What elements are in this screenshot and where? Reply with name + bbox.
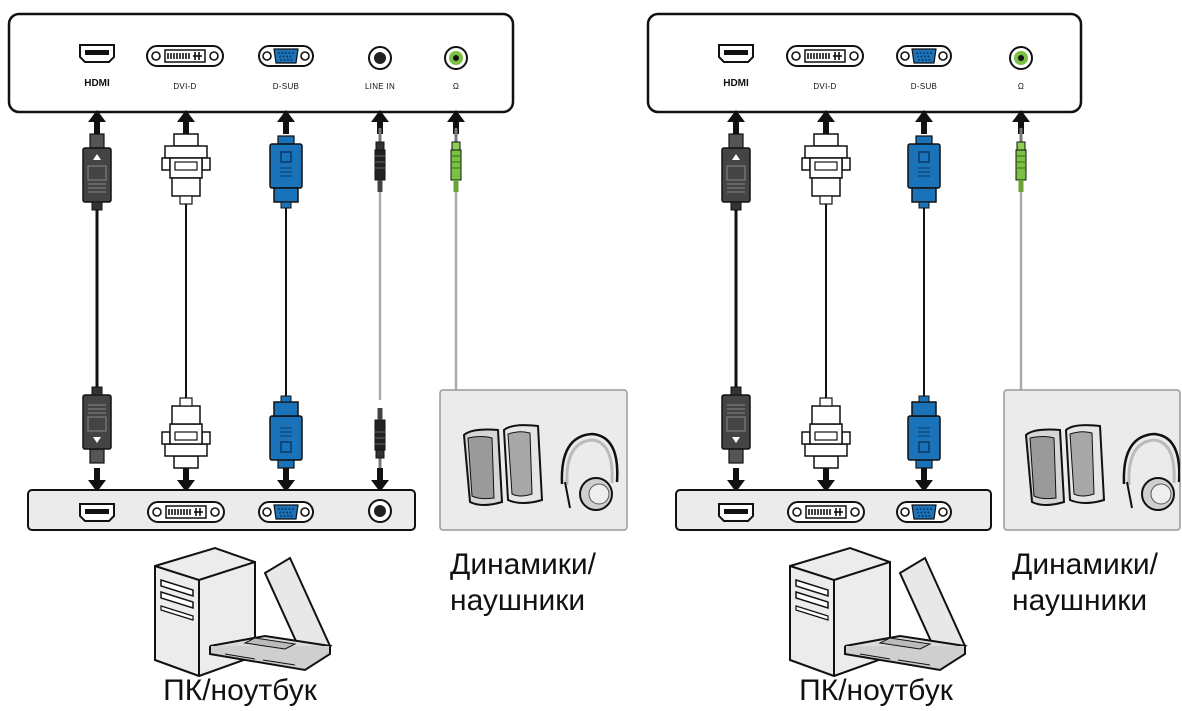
audio-jack-icon (368, 499, 392, 523)
dvi-port-icon (147, 501, 225, 523)
arrow-up-icon (817, 110, 835, 134)
port-label-dsub: D-SUB (911, 82, 937, 91)
headphone-jack-icon (444, 46, 468, 70)
arrow-up-icon (88, 110, 106, 134)
dvi-plug-icon (801, 133, 851, 205)
port-label-headphone: Ω (1018, 82, 1024, 91)
diagram-left: HDMI DVI-D D-SUB LINE IN Ω (7, 12, 628, 707)
vga-port-icon (258, 45, 314, 67)
hdmi-port-icon (718, 44, 754, 63)
vga-plug-icon (907, 135, 941, 209)
pc-tower-icon (154, 547, 331, 677)
port-label-hdmi: HDMI (723, 78, 749, 89)
headphone-plug-icon (1015, 127, 1027, 193)
dvi-port-icon (146, 45, 224, 67)
hdmi-plug-icon (82, 133, 112, 211)
speakers-label-line2: наушники (1012, 584, 1147, 617)
audio-plug-icon (374, 407, 386, 473)
hdmi-plug-icon (721, 133, 751, 211)
vga-plug-icon (269, 395, 303, 469)
hdmi-port-icon (79, 503, 115, 522)
audio-jack-icon (368, 46, 392, 70)
port-label-dvi: DVI-D (813, 82, 836, 91)
arrow-down-icon (817, 468, 835, 492)
pc-label: ПК/ноутбук (163, 674, 318, 707)
arrow-up-icon (727, 110, 745, 134)
hdmi-plug-icon (721, 386, 751, 464)
arrow-up-icon (277, 110, 295, 134)
speakers-label-line1: Динамики/ (450, 548, 597, 581)
arrow-down-icon (277, 468, 295, 492)
dvi-port-icon (787, 501, 865, 523)
arrow-down-icon (727, 468, 745, 492)
vga-plug-icon (907, 395, 941, 469)
speakers-label-line1: Динамики/ (1012, 548, 1159, 581)
arrow-down-icon (177, 468, 195, 492)
arrow-up-icon (177, 110, 195, 134)
port-label-headphone: Ω (453, 82, 459, 91)
headphone-jack-icon (1009, 46, 1033, 70)
dvi-port-icon (786, 45, 864, 67)
dvi-plug-icon (161, 133, 211, 205)
vga-port-icon (258, 501, 314, 523)
pc-label: ПК/ноутбук (799, 674, 954, 707)
port-label-dvi: DVI-D (173, 82, 196, 91)
arrow-up-icon (915, 110, 933, 134)
dvi-plug-icon (161, 397, 211, 469)
headphone-plug-icon (450, 127, 462, 193)
arrow-down-icon (371, 468, 389, 492)
hdmi-plug-icon (82, 386, 112, 464)
port-label-dsub: D-SUB (273, 82, 299, 91)
audio-plug-icon (374, 127, 386, 193)
vga-port-icon (896, 45, 952, 67)
diagram-right: HDMI DVI-D D-SUB Ω Динамики/ (646, 12, 1181, 707)
monitor-panel-right (646, 12, 1083, 114)
arrow-down-icon (88, 468, 106, 492)
hdmi-port-icon (79, 44, 115, 63)
dvi-plug-icon (801, 397, 851, 469)
port-label-line-in: LINE IN (365, 82, 395, 91)
laptop-icon (789, 547, 966, 677)
vga-plug-icon (269, 135, 303, 209)
arrow-down-icon (915, 468, 933, 492)
vga-port-icon (896, 501, 952, 523)
port-label-hdmi: HDMI (84, 78, 110, 89)
speakers-label-line2: наушники (450, 584, 585, 617)
hdmi-port-icon (718, 503, 754, 522)
